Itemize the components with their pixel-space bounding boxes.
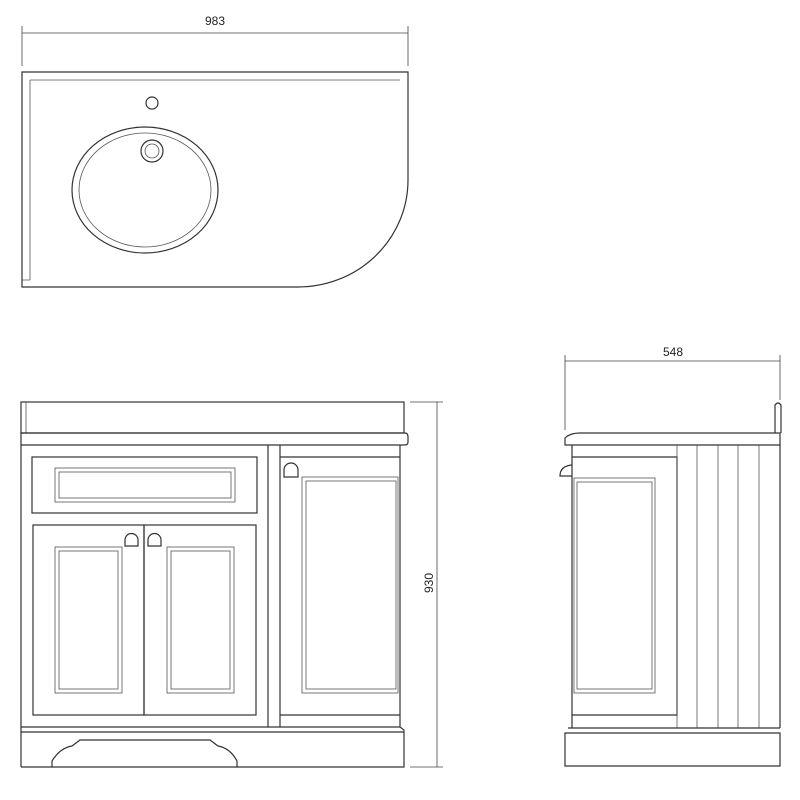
plinth-cutout (51, 739, 238, 767)
basin-inner (78, 132, 212, 248)
basin-outer (71, 126, 219, 254)
tap-hole (145, 96, 159, 110)
height-label: 930 (422, 573, 436, 593)
drain-outer (140, 139, 164, 163)
right-door-panel (166, 546, 235, 694)
center-stile (267, 445, 281, 727)
drawer-panel-outer (54, 467, 236, 503)
backsplash (20, 401, 405, 434)
left-door-panel (54, 546, 123, 694)
tongue-groove-panel (676, 445, 760, 728)
plinth (21, 726, 405, 768)
side-door-panel (573, 477, 656, 694)
countertop-outline (21, 71, 409, 288)
side-countertop (564, 432, 781, 446)
corner-door-handle-icon (283, 462, 299, 478)
right-door (143, 524, 257, 716)
right-door-handle-icon (147, 532, 162, 547)
drain-inner (144, 143, 160, 159)
top-plan-view: 983 (21, 14, 409, 288)
left-door (32, 524, 145, 716)
drawer-front (31, 456, 258, 514)
width-label: 983 (205, 14, 225, 28)
cabinet-body (20, 445, 401, 767)
countertop-back-lip (22, 79, 400, 281)
side-body (571, 445, 781, 728)
drawer-panel-inner (58, 471, 232, 499)
depth-dimension: 548 (564, 345, 781, 430)
side-plinth (564, 727, 781, 767)
side-elevation: 548 (559, 345, 782, 767)
left-door-handle-icon (124, 532, 139, 547)
corner-door-panel (301, 476, 399, 694)
side-backsplash (774, 402, 782, 433)
height-dimension: 930 (410, 401, 443, 768)
side-door (572, 456, 678, 716)
front-elevation: 930 (20, 401, 443, 768)
depth-label: 548 (663, 345, 683, 359)
width-dimension: 983 (21, 14, 409, 66)
side-handle-icon (559, 464, 573, 477)
corner-door (280, 456, 400, 716)
countertop-edge (20, 432, 409, 446)
